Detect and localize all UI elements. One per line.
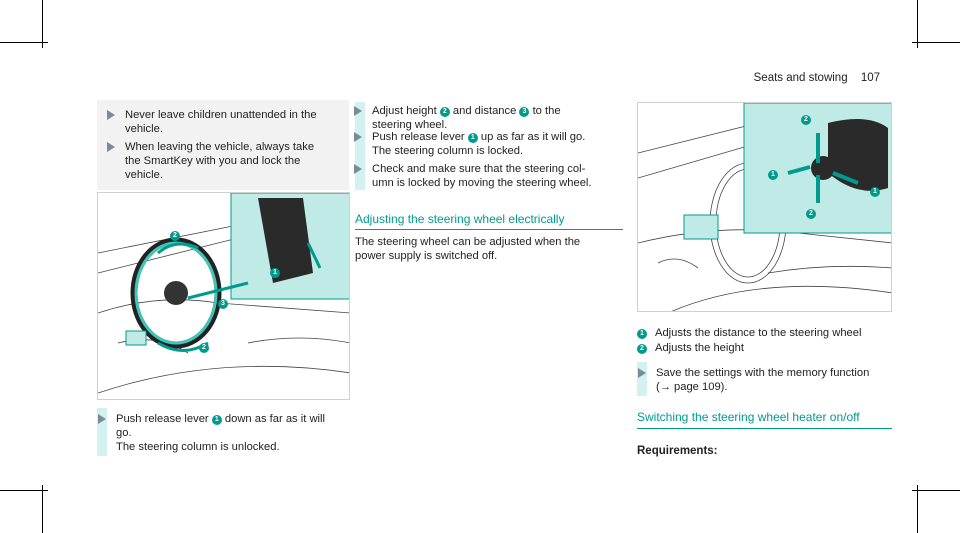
bullet-arrow-icon [638, 368, 646, 378]
section-rule [355, 229, 623, 230]
label-badge: 1 [870, 187, 880, 197]
requirements-heading: Requirements: [637, 445, 718, 457]
step-bar [637, 362, 647, 396]
crop-mark [912, 42, 960, 43]
steering-wheel-electric-image [638, 103, 891, 311]
label-badge: 2 [170, 231, 180, 241]
crop-mark [917, 485, 918, 533]
legend-item: 1 Adjusts the distance to the steering wh… [637, 327, 861, 339]
instruction-step: Check and make sure that the steering co… [354, 162, 622, 190]
legend-text: Adjusts the distance to the steering whe… [655, 327, 862, 339]
page-number: 107 [860, 72, 880, 84]
step-text: Check and make sure that the steering co… [372, 163, 592, 189]
legend-badge: 1 [637, 329, 647, 339]
warning-note-box [97, 100, 349, 190]
section-rule [637, 428, 892, 429]
label-badge: 2 [801, 115, 811, 125]
bullet-arrow-icon [354, 132, 362, 142]
legend-text: Adjusts the height [655, 342, 744, 354]
section-name: Seats and stowing [753, 72, 848, 84]
bullet-arrow-icon [354, 164, 362, 174]
section-title: Adjusting the steering wheel electricall… [355, 212, 565, 226]
height-badge: 2 [439, 107, 450, 117]
lever-badge: 1 [211, 415, 222, 425]
crop-mark [912, 490, 960, 491]
note-item: When leaving the vehicle, always take th… [107, 140, 345, 182]
running-header: Seats and stowing 107 [754, 72, 880, 84]
step-text: Adjust height 2 and distance 3 to the st… [372, 105, 561, 131]
instruction-step: Save the settings with the memory functi… [638, 366, 896, 394]
instruction-step: Push release lever 1 up as far as it wil… [354, 130, 622, 158]
label-badge: 1 [270, 268, 280, 278]
note-item: Never leave children unattended in the v… [107, 108, 345, 136]
legend-item: 2 Adjusts the height [637, 342, 744, 354]
steering-wheel-electric-illustration: 2 1 1 2 [637, 102, 892, 312]
step-bar [97, 408, 107, 456]
distance-badge: 3 [519, 107, 530, 117]
step-text: Save the settings with the memory functi… [656, 367, 870, 393]
label-badge: 3 [218, 299, 228, 309]
bullet-arrow-icon [354, 106, 362, 116]
crop-mark [917, 0, 918, 48]
instruction-step: Push release lever 1 down as far as it w… [98, 412, 346, 454]
note-text: Never leave children unattended in the v… [125, 109, 317, 135]
steering-wheel-manual-image [98, 193, 349, 394]
label-badge: 2 [806, 209, 816, 219]
lever-badge: 1 [467, 133, 478, 143]
bullet-arrow-icon [107, 110, 115, 120]
step-text: Push release lever 1 up as far as it wil… [372, 131, 586, 157]
bullet-arrow-icon [98, 414, 106, 424]
section-title: Switching the steering wheel heater on/o… [637, 410, 860, 424]
instruction-step: Adjust height 2 and distance 3 to the st… [354, 104, 622, 132]
crop-mark [0, 42, 48, 43]
bullet-arrow-icon [107, 142, 115, 152]
legend-badge: 2 [637, 344, 647, 354]
crop-mark [42, 485, 43, 533]
step-text: Push release lever 1 down as far as it w… [116, 413, 325, 453]
section-body: The steering wheel can be adjusted when … [355, 236, 581, 262]
label-badge: 1 [768, 170, 778, 180]
note-text: When leaving the vehicle, always take th… [125, 141, 315, 181]
steering-column-illustration: 1 2 3 2 [97, 192, 350, 400]
label-badge: 2 [199, 343, 209, 353]
crop-mark [42, 0, 43, 48]
crop-mark [0, 490, 48, 491]
step-bar [355, 102, 365, 190]
